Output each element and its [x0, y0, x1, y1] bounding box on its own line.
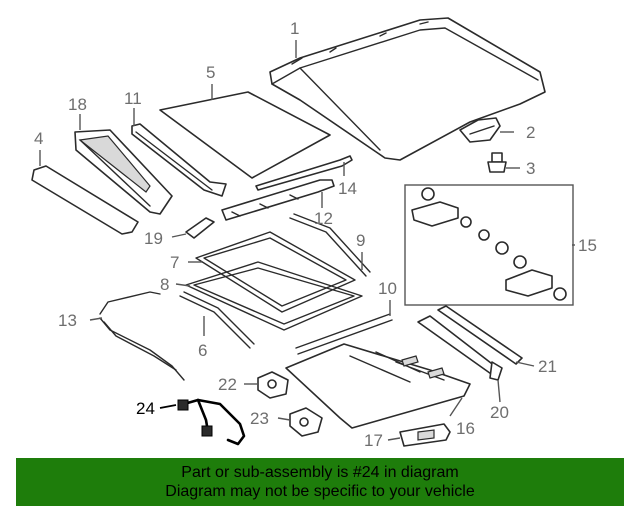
callout-5: 5	[206, 63, 215, 82]
callout-16: 16	[456, 419, 475, 438]
part-7-outer-seal[interactable]	[195, 231, 356, 313]
part-1-roof-panel[interactable]	[269, 17, 546, 161]
part-15-mechanism-kit[interactable]	[404, 184, 574, 306]
callout-17: 17	[364, 431, 383, 450]
part-17-clip[interactable]	[399, 423, 451, 447]
part-10-rear-trim[interactable]	[295, 313, 393, 355]
callout-12: 12	[314, 209, 333, 228]
part-21-rail[interactable]	[437, 305, 523, 365]
callout-8: 8	[160, 275, 169, 294]
part-11-side-rail[interactable]	[131, 123, 227, 197]
callout-7: 7	[170, 253, 179, 272]
callout-11: 11	[124, 89, 142, 108]
callout-18: 18	[68, 95, 87, 114]
part-4-deflector[interactable]	[31, 165, 139, 235]
part-3-bolt[interactable]	[487, 152, 507, 173]
part-19-clip[interactable]	[185, 217, 215, 239]
callout-9: 9	[356, 231, 365, 250]
callout-19: 19	[144, 229, 163, 248]
part-6-side-trim[interactable]	[179, 291, 255, 349]
part-18-front-frame[interactable]	[74, 129, 173, 215]
callout-2: 2	[526, 123, 535, 142]
part-24-wiring-harness[interactable]	[177, 398, 246, 446]
callout-20: 20	[490, 403, 509, 422]
part-info-banner: Part or sub-assembly is #24 in diagram D…	[16, 458, 624, 506]
callout-24-highlighted: 24	[136, 399, 155, 418]
callout-4: 4	[34, 129, 43, 148]
part-16-sunshade-frame[interactable]	[285, 343, 471, 429]
callout-6: 6	[198, 341, 207, 360]
callout-14: 14	[338, 179, 357, 198]
part-23-clip[interactable]	[289, 407, 323, 437]
part-14-trim-strip[interactable]	[255, 155, 353, 191]
part-13-drain-hose[interactable]	[99, 291, 185, 381]
callout-10: 10	[378, 279, 397, 298]
callout-15: 15	[578, 236, 597, 255]
callout-23: 23	[250, 409, 269, 428]
leader-lines	[39, 40, 575, 441]
part-2-bracket[interactable]	[459, 117, 501, 143]
callout-21: 21	[538, 357, 557, 376]
part-9-side-trim[interactable]	[289, 213, 371, 277]
callouts: 1 2 3 4 5 6 7 8 9 10 11 12 13 14 15 16 1…	[34, 19, 597, 450]
callout-22: 22	[218, 375, 237, 394]
part-8-inner-seal[interactable]	[185, 261, 363, 331]
callout-3: 3	[526, 159, 535, 178]
part-5-sunroof-glass[interactable]	[159, 91, 331, 179]
banner-line-1: Part or sub-assembly is #24 in diagram	[181, 464, 459, 481]
callout-1: 1	[290, 19, 299, 38]
part-22-clip[interactable]	[257, 371, 289, 399]
part-12-front-guide[interactable]	[221, 179, 335, 221]
banner-line-2: Diagram may not be specific to your vehi…	[165, 483, 475, 500]
callout-13: 13	[58, 311, 77, 330]
